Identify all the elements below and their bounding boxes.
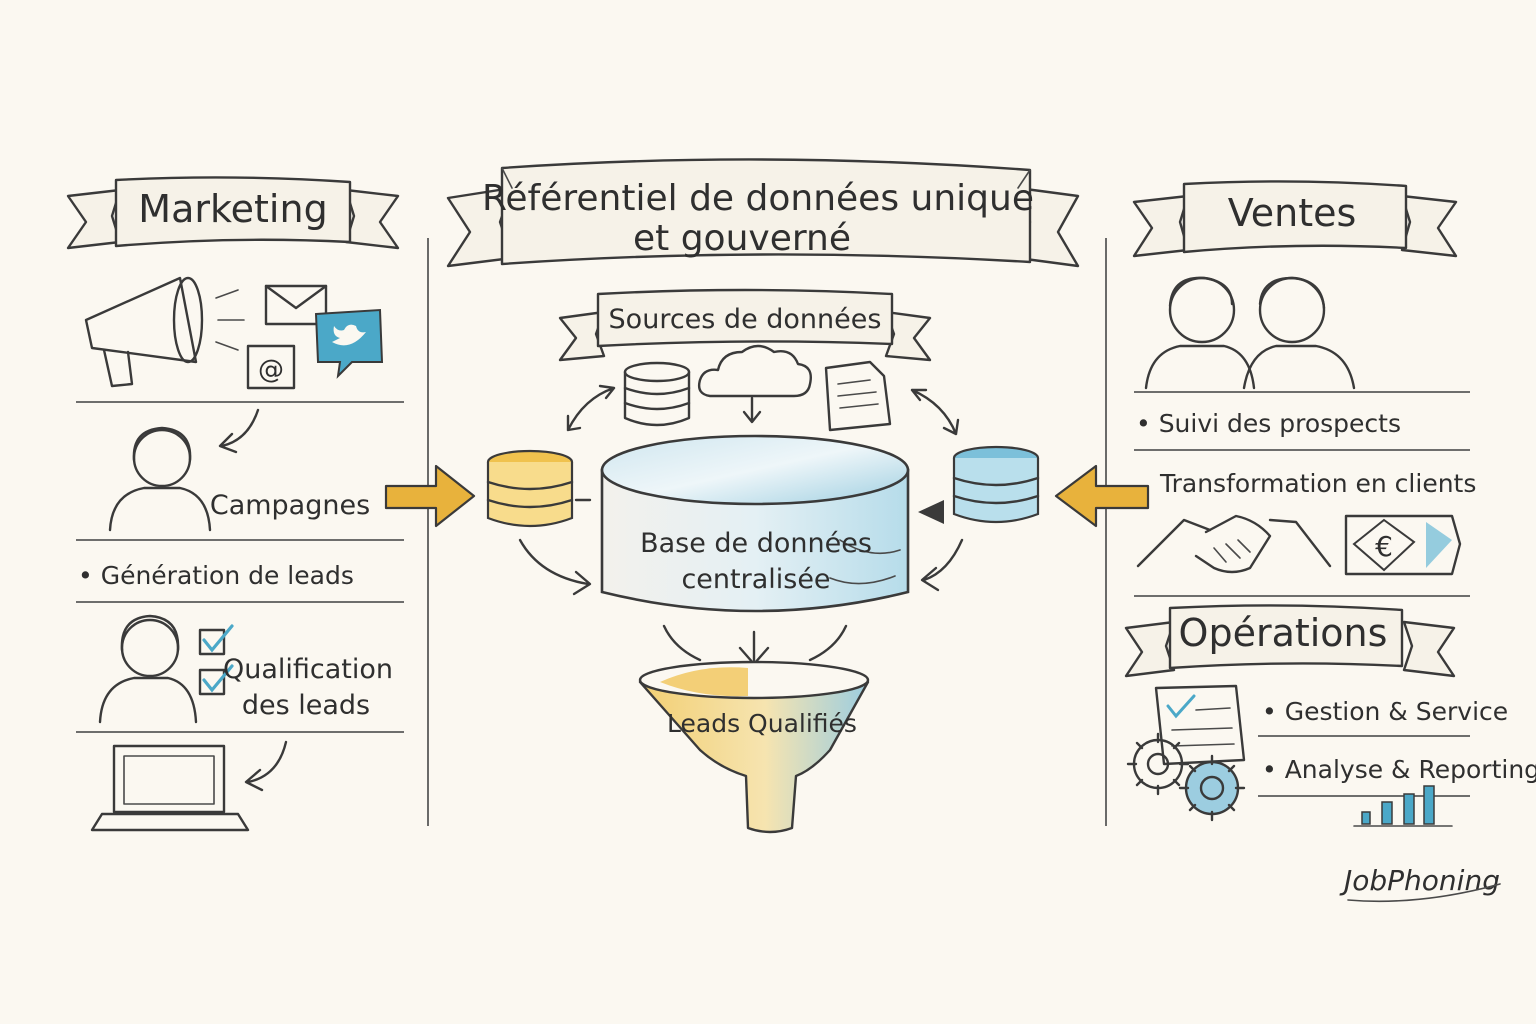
qualification-label-line2: des leads <box>242 690 370 721</box>
database-label-line2: centralisée <box>681 564 830 595</box>
cloud-icon <box>697 344 812 424</box>
at-sign-glyph: @ <box>258 355 284 385</box>
handshake-icon <box>1136 514 1332 574</box>
qualification-label-line1: Qualification <box>223 654 393 685</box>
sync-arrow-right <box>910 388 960 436</box>
two-people-icon <box>1144 276 1356 390</box>
at-sign-icon: @ <box>246 344 296 390</box>
operations-item2-label: • Analyse & Reporting <box>1262 755 1536 784</box>
database-icon <box>623 361 691 427</box>
jobphoning-logo: JobPhoning <box>1339 864 1501 903</box>
operations-title: Opérations <box>1179 611 1388 655</box>
person-icon <box>108 426 212 532</box>
sources-ribbon: Sources de données <box>558 288 932 362</box>
main-title-line1: Référentiel de données unique <box>482 178 1034 219</box>
envelope-icon <box>264 284 328 326</box>
marketing-title: Marketing <box>138 187 327 231</box>
twitter-bird-icon <box>314 308 384 379</box>
campaigns-label: Campagnes <box>210 490 370 521</box>
marketing-ribbon: Marketing <box>66 176 400 250</box>
prospect-tracking-label: • Suivi des prospects <box>1136 409 1401 438</box>
checkbox-icon <box>198 624 234 696</box>
main-title-line2: et gouverné <box>633 218 851 259</box>
stack-to-db-arrow-right <box>920 538 964 592</box>
funnel-icon: Leads Qualifiés <box>638 624 870 834</box>
lead-generation-label: • Génération de leads <box>78 561 354 590</box>
stack-to-db-arrow-left <box>518 538 592 596</box>
laptop-icon <box>90 744 250 832</box>
funnel-label: Leads Qualifiés <box>667 709 857 738</box>
checklist-document-icon <box>1154 684 1246 766</box>
db-inflow-arrowhead-right <box>918 500 944 524</box>
bar-chart-icon <box>1353 785 1453 827</box>
sources-label: Sources de données <box>609 304 882 335</box>
gears-icon <box>1126 732 1246 822</box>
blue-database-stack-icon <box>952 445 1040 524</box>
euro-glyph: € <box>1375 530 1393 563</box>
sync-arrow-left <box>566 384 616 432</box>
database-label-line1: Base de données <box>640 528 872 559</box>
person-icon <box>98 614 198 724</box>
marketing-flow-arrow-1 <box>218 408 260 454</box>
euro-tag-icon: € <box>1344 514 1462 576</box>
ventes-ribbon: Ventes <box>1132 180 1458 258</box>
ventes-title: Ventes <box>1228 191 1357 235</box>
central-database: Base de données centralisée <box>600 434 910 613</box>
logo-text: JobPhoning <box>1339 864 1500 897</box>
megaphone-icon <box>84 276 245 388</box>
marketing-flow-arrow-2 <box>244 740 288 792</box>
sales-inflow-arrow <box>1054 464 1150 528</box>
operations-ribbon: Opérations <box>1124 604 1456 678</box>
main-title-ribbon: Référentiel de données unique et gouvern… <box>446 158 1080 268</box>
conversion-label: Transformation en clients <box>1159 469 1476 498</box>
operations-item1-label: • Gestion & Service <box>1262 697 1508 726</box>
yellow-database-stack-icon <box>486 449 574 528</box>
marketing-inflow-arrow <box>384 464 476 528</box>
document-icon <box>824 360 892 432</box>
